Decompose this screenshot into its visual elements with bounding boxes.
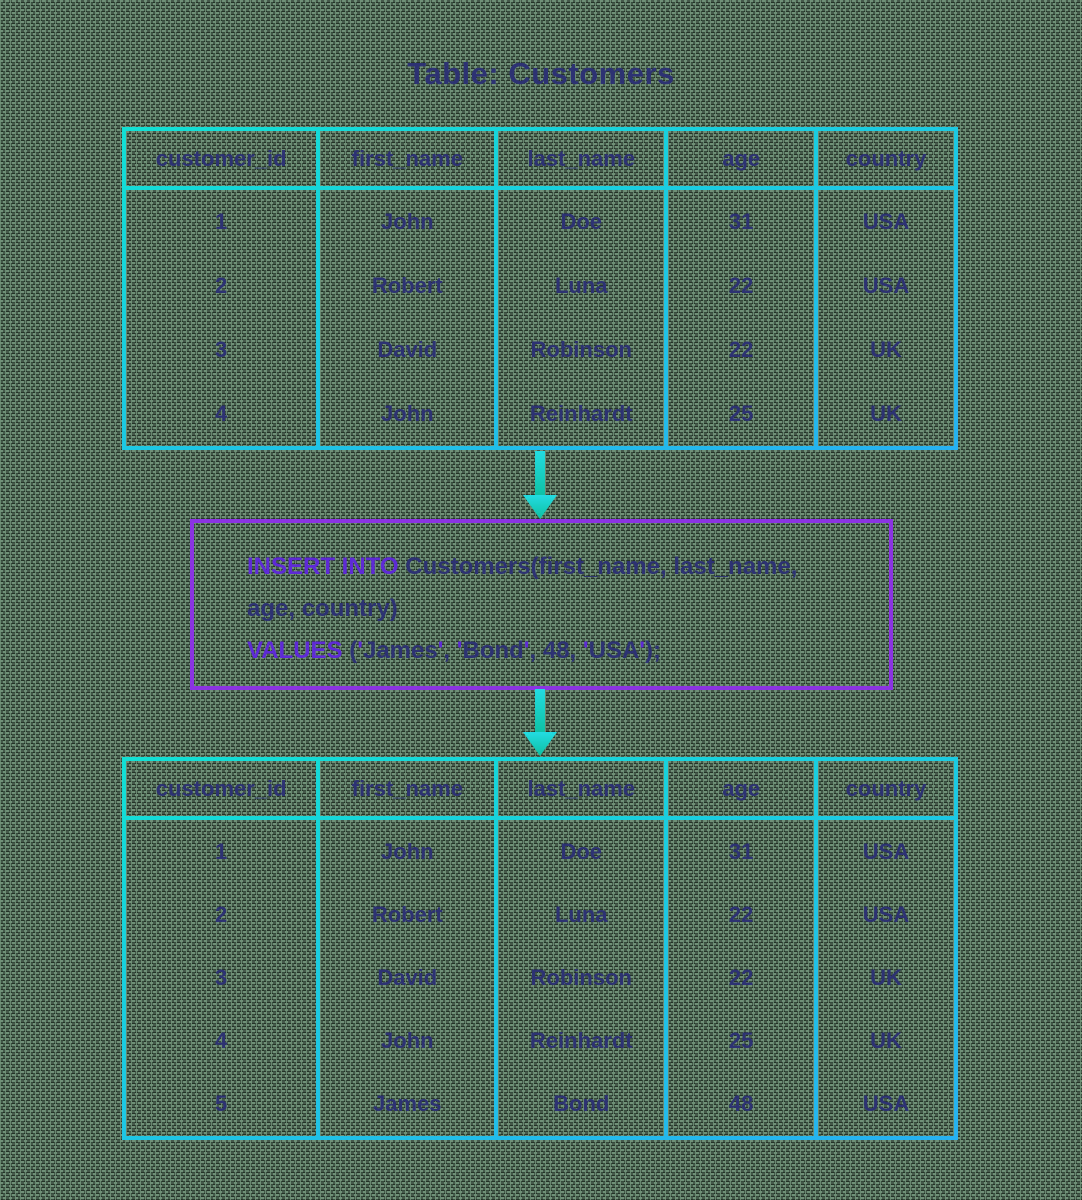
cell-value: 3 <box>215 964 228 990</box>
sql-line-2: age, country) <box>247 595 398 622</box>
cell-value: Doe <box>560 838 603 864</box>
sql-quote: ' <box>437 637 444 664</box>
sql-value-bond: Bond <box>462 637 524 664</box>
cell-value: John <box>381 838 434 864</box>
cell-value: USA <box>862 209 910 234</box>
sql-table-columns: Customers(first_name, last_name, <box>398 553 798 580</box>
cell-value: James <box>373 1091 442 1117</box>
sql-value-james: James <box>362 637 438 664</box>
cell-value: USA <box>862 901 910 927</box>
cell-value: John <box>381 209 434 234</box>
column-header-age: age <box>668 131 815 186</box>
cell-value: 48 <box>728 1091 754 1117</box>
cell-value: UK <box>870 964 902 990</box>
cell-value: 1 <box>215 838 228 864</box>
cell-value: 25 <box>728 1028 754 1054</box>
cell-value: 22 <box>728 901 754 927</box>
cell-value: 2 <box>215 901 228 927</box>
column-header-customer-id: customer_id <box>126 131 317 186</box>
cell-value: Bond <box>553 1091 610 1117</box>
cell-value: USA <box>862 1091 910 1117</box>
diagram-title: Table: Customers <box>407 56 675 91</box>
column-header-country: country <box>818 131 954 186</box>
column-country: USA USA UK UK USA <box>818 820 954 1136</box>
cell-value: Robert <box>371 901 443 927</box>
cell-value: 1 <box>215 209 228 234</box>
cell-value: 2 <box>215 273 228 298</box>
cell-value: 3 <box>215 337 228 362</box>
cell-value: 31 <box>728 838 754 864</box>
cell-value: USA <box>862 838 910 864</box>
cell-value: 4 <box>215 1028 228 1054</box>
customers-table-after: customer_id first_name last_name age cou… <box>122 757 958 1140</box>
customers-table-before: customer_id first_name last_name age cou… <box>122 127 958 450</box>
cell-value: Robinson <box>530 337 632 362</box>
arrow-down-icon <box>522 689 558 756</box>
cell-value: Reinhardt <box>529 1028 633 1054</box>
sql-quote: ' <box>582 637 589 664</box>
sql-keyword-insert-into: INSERT INTO <box>247 553 399 580</box>
cell-value: David <box>377 964 438 990</box>
cell-value: Luna <box>554 901 608 927</box>
column-customer-id: 1 2 3 4 <box>126 190 317 446</box>
cell-value: John <box>381 1028 434 1054</box>
cell-value: 31 <box>728 209 754 234</box>
sql-comma: , <box>443 637 457 664</box>
cell-value: Doe <box>560 209 603 234</box>
sql-keyword-values: VALUES <box>247 637 343 664</box>
arrow-down-icon <box>522 451 558 519</box>
cell-value: Luna <box>554 273 608 298</box>
column-header-last-name: last_name <box>498 131 665 186</box>
cell-value: David <box>377 337 438 362</box>
column-country: USA USA UK UK <box>818 190 954 446</box>
column-age: 31 22 22 25 <box>668 190 815 446</box>
sql-quote: ' <box>456 637 463 664</box>
column-header-last-name: last_name <box>498 761 665 816</box>
cell-value: 5 <box>215 1091 228 1117</box>
sql-quote: ' <box>357 637 363 664</box>
column-customer-id: 1 2 3 4 5 <box>126 820 317 1136</box>
cell-value: 22 <box>728 273 754 298</box>
cell-value: Reinhardt <box>529 401 633 426</box>
sql-close: ); <box>645 637 661 664</box>
cell-value: UK <box>870 401 902 426</box>
sql-quote: ' <box>523 637 530 664</box>
column-first-name: John Robert David John <box>320 190 495 446</box>
cell-value: UK <box>870 337 902 362</box>
sql-statement-box: INSERT INTO Customers(first_name, last_n… <box>190 519 893 690</box>
cell-value: UK <box>870 1028 902 1054</box>
sql-line-3: VALUES ('James', 'Bond', 48, 'USA'); <box>247 630 865 672</box>
column-last-name: Doe Luna Robinson Reinhardt <box>498 190 665 446</box>
cell-value: 22 <box>728 964 754 990</box>
column-header-first-name: first_name <box>320 761 495 816</box>
column-header-customer-id: customer_id <box>126 761 317 816</box>
cell-value: 4 <box>215 401 228 426</box>
column-header-country: country <box>818 761 954 816</box>
column-header-first-name: first_name <box>320 131 495 186</box>
cell-value: Robinson <box>530 964 632 990</box>
column-first-name: John Robert David John James <box>320 820 495 1136</box>
sql-quote: ' <box>639 637 645 664</box>
cell-value: John <box>381 401 434 426</box>
cell-value: 22 <box>728 337 754 362</box>
sql-value-48: , 48, <box>529 637 583 664</box>
sql-line-1: INSERT INTO Customers(first_name, last_n… <box>247 546 865 588</box>
column-header-age: age <box>668 761 815 816</box>
column-last-name: Doe Luna Robinson Reinhardt Bond <box>498 820 665 1136</box>
cell-value: USA <box>862 273 910 298</box>
column-age: 31 22 22 25 48 <box>668 820 815 1136</box>
cell-value: 25 <box>728 401 754 426</box>
sql-values-open: ( <box>342 637 358 664</box>
sql-value-usa: USA <box>588 637 640 664</box>
cell-value: Robert <box>371 273 443 298</box>
